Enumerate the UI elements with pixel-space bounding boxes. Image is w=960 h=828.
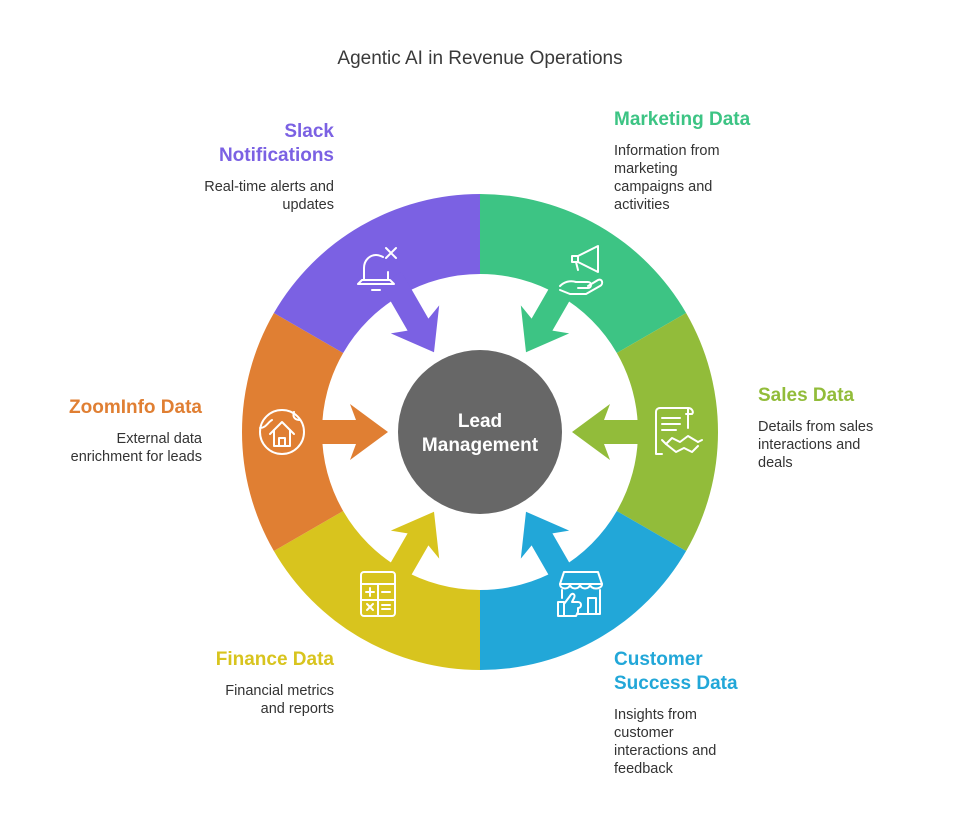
- wheel-segment-customer_success: [480, 511, 687, 670]
- megaphone-hand-icon: [559, 245, 604, 295]
- arrow-slack: [380, 271, 440, 353]
- finance-title: Finance Data: [215, 649, 334, 670]
- bell-x-icon: [357, 247, 397, 291]
- center-circle: [398, 350, 562, 514]
- arrow-zoominfo: [302, 404, 388, 460]
- arrow-finance: [380, 511, 440, 593]
- house-circle-icon: [259, 409, 305, 455]
- wheel-segment-marketing: [480, 194, 687, 353]
- marketing-title: Marketing Data: [614, 109, 751, 130]
- diagram-title: Agentic AI in Revenue Operations: [337, 48, 623, 69]
- wheel-segment-slack: [273, 194, 480, 353]
- sales-title: Sales Data: [758, 385, 855, 406]
- zoominfo-title: ZoomInfo Data: [69, 397, 202, 418]
- calculator-icon: [360, 571, 396, 617]
- center-label-line1: Lead: [458, 411, 502, 432]
- wheel-segment-finance: [273, 511, 480, 670]
- contract-handshake-icon: [655, 407, 703, 455]
- center-label-line2: Management: [422, 435, 539, 456]
- wheel-segment-sales: [616, 313, 718, 551]
- arrow-sales: [572, 404, 658, 460]
- store-thumbs-up-icon: [557, 571, 603, 617]
